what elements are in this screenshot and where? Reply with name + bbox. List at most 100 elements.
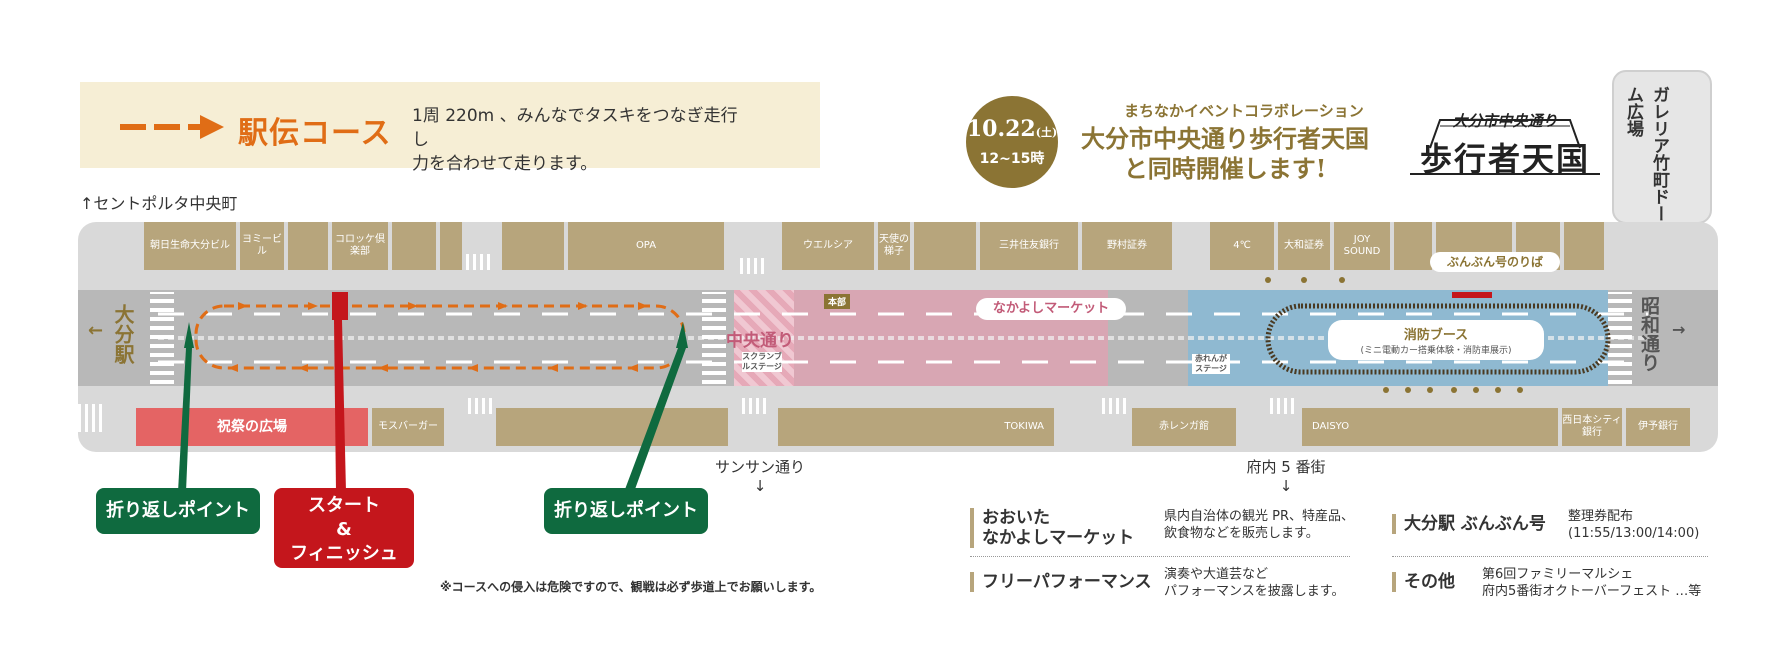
info-desc-market: 県内自治体の観光 PR、特産品、 飲食物などを販売します。 [1164, 508, 1354, 542]
akarenga-stage-label: 赤れんがステージ [1192, 354, 1230, 374]
finish-label: フィニッシュ [290, 543, 398, 564]
left-arrow: ← [88, 320, 104, 341]
showa-dori-label: 昭和通り [1638, 296, 1660, 372]
crosswalk [1608, 292, 1632, 384]
info-desc-line: (11:55/13:00/14:00) [1568, 526, 1700, 541]
info-title-market: おおいた なかよしマーケット [970, 508, 1134, 548]
collab-subtitle: まちなかイベントコラボレーション [1124, 102, 1364, 120]
building-daiwa: 大和証券 [1278, 222, 1330, 270]
info-desc-line: パフォーマンスを披露します。 [1164, 584, 1345, 599]
funai-street-label: 府内 5 番街 ↓ [1226, 456, 1346, 495]
building-nomura: 野村証券 [1082, 222, 1172, 270]
crosswalk [1102, 398, 1130, 414]
building-blank [288, 222, 328, 270]
info-desc-other: 第6回ファミリーマルシェ 府内5番街オクトーバーフェスト …等 [1482, 566, 1701, 600]
building-akarenga: 赤レンガ館 [1132, 408, 1236, 446]
right-arrow: → [1672, 320, 1686, 339]
galleria-label: ガレリア竹町ドーム広場 [1623, 86, 1669, 222]
fire-booth-label: 消防ブース (ミニ電動カー搭乗体験・消防車展示) [1328, 320, 1544, 360]
headquarters-label: 本部 [824, 294, 851, 309]
fire-booth-title: 消防ブース [1403, 328, 1469, 343]
sunsun-text: サンサン通り [714, 458, 805, 476]
event-time: 12~15時 [979, 151, 1045, 167]
turnaround-point-right: 折り返しポイント [544, 488, 708, 534]
chuo-dori-label: 中央通り [726, 331, 794, 351]
logo-large-text: 歩行者天国 [1419, 140, 1590, 178]
building-tenshi: 天使の梯子 [878, 222, 910, 270]
legend-description: 1周 220m 、みんなでタスキをつなぎ走行し 力を合わせて走ります。 [412, 104, 752, 176]
info-desc-line: 県内自治体の観光 PR、特産品、 [1164, 509, 1355, 524]
info-desc-line: 府内5番街オクトーバーフェスト …等 [1482, 584, 1702, 599]
legend-desc-line: 1周 220m 、みんなでタスキをつなぎ走行し [412, 106, 738, 150]
down-arrow-icon: ↓ [753, 477, 767, 495]
crosswalk [150, 292, 174, 384]
crosswalk [742, 398, 770, 414]
legend-desc-line: 力を合わせて走ります。 [412, 154, 598, 174]
building-daisyo: DAISYO [1302, 408, 1558, 446]
info-desc-line: 第6回ファミリーマルシェ [1482, 567, 1634, 582]
fire-booth-subtitle: (ミニ電動カー搭乗体験・消防車展示) [1360, 346, 1512, 356]
info-desc-performance: 演奏や大道芸など パフォーマンスを披露します。 [1164, 566, 1344, 600]
divider [1392, 556, 1708, 557]
building-joysound: JOY SOUND [1334, 222, 1390, 270]
logo-frame-icon [1410, 119, 1600, 175]
bunbun-stop-label: ぶんぶん号のりば [1430, 252, 1560, 272]
event-date-badge: 10.22(土) 12~15時 [966, 96, 1058, 188]
info-title-other: その他 [1392, 572, 1455, 592]
sunsun-street-label: サンサン通り ↓ [700, 456, 820, 495]
info-desc-line: 飲食物などを販売します。 [1164, 526, 1319, 541]
course-map: 朝日生命大分ビル ヨミービル コロッケ倶楽部 OPA ウエルシア 天使の梯子 三… [78, 222, 1718, 452]
building-smbc: 三井住友銀行 [980, 222, 1078, 270]
collab-title: 大分市中央通り歩行者天国 と同時開催します! [1080, 124, 1370, 184]
scramble-stage-label: スクランブルステージ [742, 352, 782, 372]
building-blank [496, 408, 728, 446]
down-arrow-icon: ↓ [1279, 477, 1293, 495]
building-blank [440, 222, 462, 270]
legend-title: 駅伝コース [238, 116, 392, 151]
building-blank [502, 222, 564, 270]
building-blank [392, 222, 436, 270]
crosswalk [78, 404, 102, 432]
course-arrow-icon [120, 115, 224, 139]
building-blank [1564, 222, 1604, 270]
crosswalk [1270, 398, 1298, 414]
building-asahi: 朝日生命大分ビル [144, 222, 236, 270]
logo-small-text: 大分市中央通り [1452, 112, 1558, 130]
crosswalk [740, 258, 768, 274]
building-croquette: コロッケ倶楽部 [332, 222, 388, 270]
start-finish-callout: スタート & フィニッシュ [274, 488, 414, 568]
building-welcia: ウエルシア [782, 222, 874, 270]
ampersand-label: & [336, 519, 352, 540]
building-opa: OPA [568, 222, 724, 270]
info-title-line: なかよしマーケット [982, 528, 1135, 548]
festival-plaza: 祝祭の広場 [136, 408, 368, 446]
safety-note: ※コースへの侵入は危険ですので、観戦は必ず歩道上でお願いします。 [440, 580, 822, 594]
hokosha-tengoku-logo: 大分市中央通り 歩行者天国 [1400, 108, 1610, 180]
event-date: 10.22(土) [966, 116, 1058, 142]
building-mos: モスバーガー [372, 408, 444, 446]
divider [970, 556, 1350, 557]
info-title-line: おおいた [982, 508, 1050, 528]
weekday: (土) [1035, 126, 1058, 139]
building-yomi: ヨミービル [240, 222, 284, 270]
info-desc-line: 演奏や大道芸など [1164, 567, 1269, 582]
building-nishi-nippon: 西日本シティ銀行 [1562, 408, 1622, 446]
building-blank [914, 222, 976, 270]
info-title-performance: フリーパフォーマンス [970, 572, 1152, 592]
building-iyo: 伊予銀行 [1626, 408, 1690, 446]
info-title-bunbun: 大分駅 ぶんぶん号 [1392, 514, 1546, 534]
start-marker [332, 292, 348, 320]
building-tokiwa: TOKIWA [778, 408, 1054, 446]
date-value: 10.22 [966, 116, 1036, 142]
turnaround-point-left: 折り返しポイント [96, 488, 260, 534]
info-desc-line: 整理券配布 [1568, 509, 1634, 524]
crosswalk [466, 254, 494, 270]
collab-title-line: 大分市中央通り歩行者天国 [1081, 124, 1369, 153]
crosswalk [468, 398, 496, 414]
funai-text: 府内 5 番街 [1246, 458, 1326, 476]
building-blank [1394, 222, 1432, 270]
building-4c: 4℃ [1210, 222, 1274, 270]
crosswalk [702, 292, 726, 384]
start-label: スタート [308, 495, 380, 516]
